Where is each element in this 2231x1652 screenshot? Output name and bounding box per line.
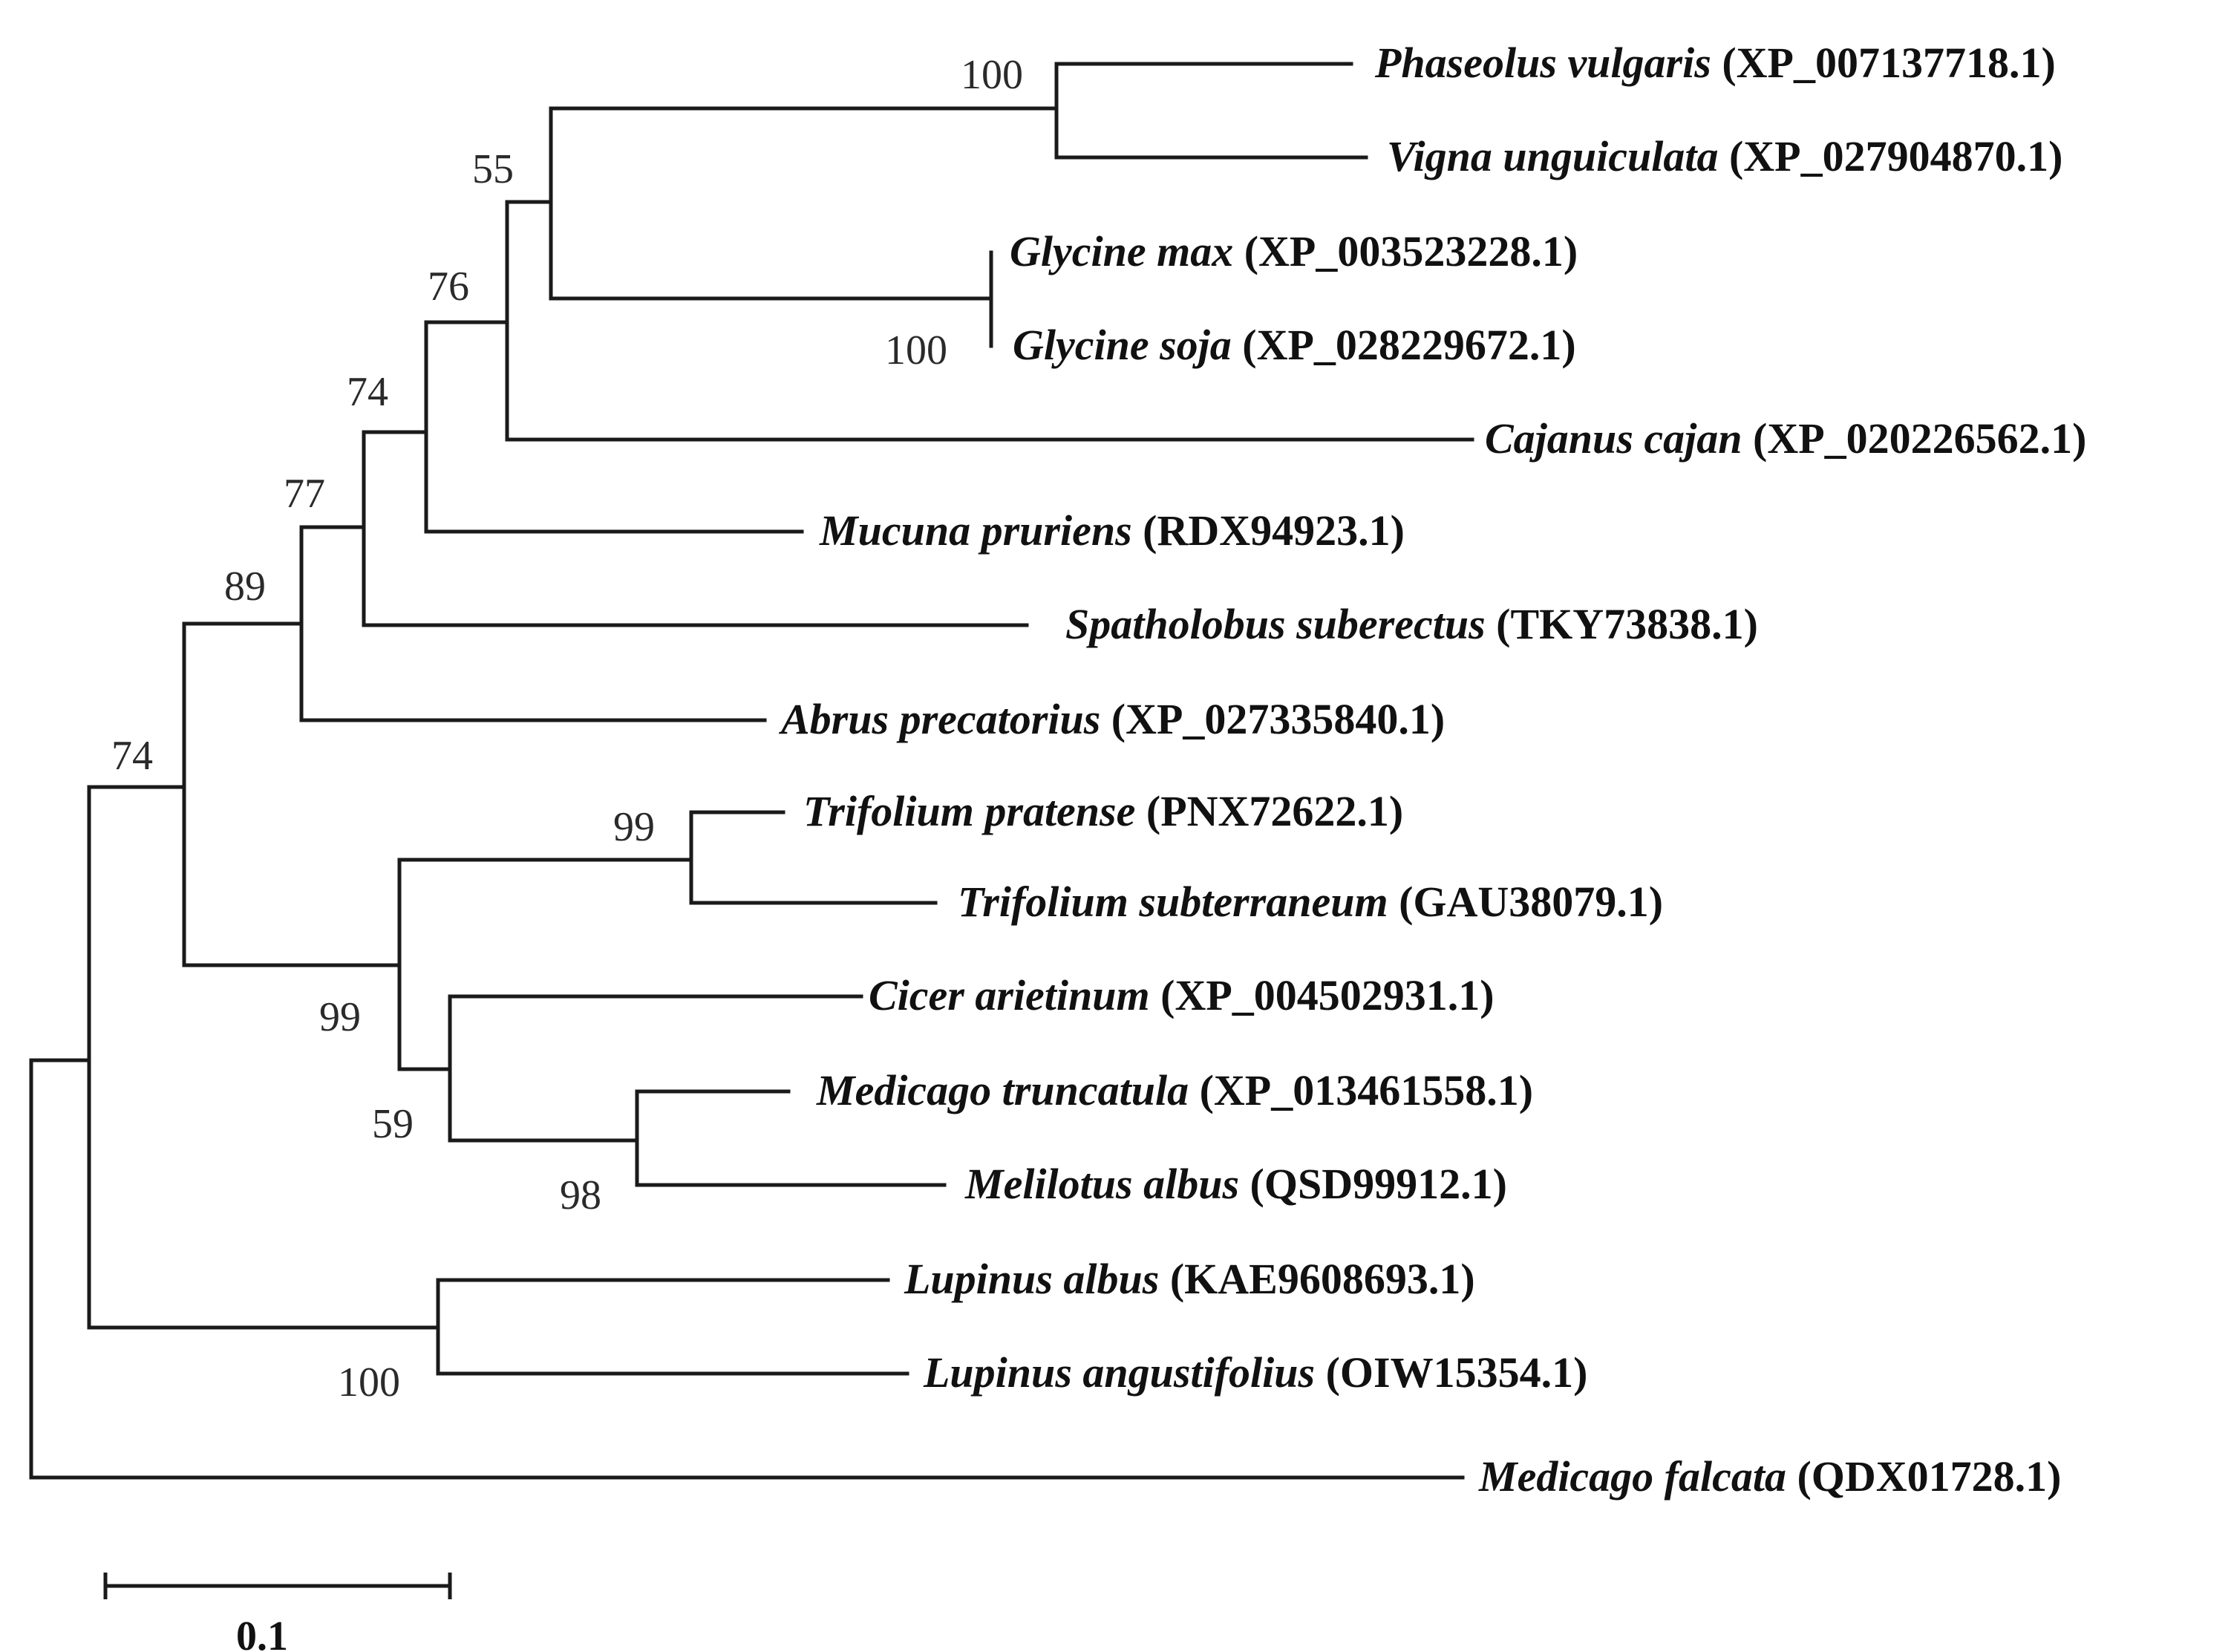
bootstrap-cicer: 59 xyxy=(372,1101,414,1147)
taxon-label: Spatholobus suberectus (TKY73838.1) xyxy=(1065,600,1758,648)
taxon-label: Abrus precatorius (XP_027335840.1) xyxy=(779,695,1445,743)
taxon-label: Melilotus albus (QSD99912.1) xyxy=(964,1160,1507,1208)
branch-lupinus xyxy=(436,1278,909,1376)
taxon-label: Trifolium pratense (PNX72622.1) xyxy=(803,787,1403,835)
taxon-label: Vigna unguiculata (XP_027904870.1) xyxy=(1387,132,2062,180)
scale-bar-label: 0.1 xyxy=(236,1613,288,1652)
branch-medicago-melilotus xyxy=(635,1089,947,1187)
taxon-label: Lupinus angustifolius (OIW15354.1) xyxy=(923,1348,1587,1397)
branch-spatholobus xyxy=(362,430,1029,627)
taxon-label: Lupinus albus (KAE9608693.1) xyxy=(904,1255,1475,1303)
taxon-label: Cajanus cajan (XP_020226562.1) xyxy=(1485,414,2086,463)
taxon-label: Medicago truncatula (XP_013461558.1) xyxy=(816,1066,1533,1114)
bootstrap-phaseolus-vigna: 100 xyxy=(961,52,1023,98)
scale-bar: 0.1 xyxy=(103,1573,452,1652)
taxon-labels: Phaseolus vulgaris (XP_007137718.1) Vign… xyxy=(779,39,2086,1501)
bootstrap-mucuna: 74 xyxy=(347,369,388,415)
branch-phaseoloid-trifolieae xyxy=(182,621,402,967)
bootstrap-trifolieae: 99 xyxy=(319,994,361,1040)
taxon-label: Medicago falcata (QDX01728.1) xyxy=(1478,1452,2061,1501)
bootstrap-labels: 100 55 76 74 77 89 100 99 99 59 98 74 10… xyxy=(111,52,1023,1405)
scale-bar-line xyxy=(103,1573,452,1599)
branch-trifolieae xyxy=(397,858,693,1071)
bootstrap-glycine-pair: 100 xyxy=(885,327,947,373)
branch-phaseolus-vigna xyxy=(1054,62,1368,160)
taxon-label: Glycine max (XP_003523228.1) xyxy=(1010,227,1578,275)
bootstrap-medicago-melilotus: 98 xyxy=(560,1172,601,1218)
branch-cicer xyxy=(448,994,863,1143)
taxon-label: Mucuna pruriens (RDX94923.1) xyxy=(819,506,1405,555)
taxon-label: Trifolium subterraneum (GAU38079.1) xyxy=(958,878,1663,926)
branch-abrus xyxy=(299,525,767,722)
bootstrap-ingroup-main: 74 xyxy=(111,733,153,779)
branch-mucuna xyxy=(424,320,804,534)
taxon-label: Glycine soja (XP_028229672.1) xyxy=(1013,321,1576,369)
branch-ingroup-main xyxy=(87,785,440,1330)
bootstrap-phaseolus-glycine: 55 xyxy=(472,146,514,192)
bootstrap-lupinus: 100 xyxy=(338,1359,400,1405)
bootstrap-cajanus: 76 xyxy=(428,264,469,310)
branch-root xyxy=(29,1058,1465,1480)
taxon-label: Cicer arietinum (XP_004502931.1) xyxy=(869,971,1495,1019)
branch-cajanus xyxy=(505,200,1474,442)
branch-phaseolus-glycine xyxy=(549,106,1059,301)
bootstrap-spatholobus: 77 xyxy=(284,471,325,517)
taxon-label: Phaseolus vulgaris (XP_007137718.1) xyxy=(1374,39,2056,87)
bootstrap-abrus: 89 xyxy=(224,564,266,610)
tree-branches xyxy=(29,62,1474,1480)
bootstrap-trifolium-pair: 99 xyxy=(613,804,655,850)
branch-trifolium xyxy=(689,810,938,905)
